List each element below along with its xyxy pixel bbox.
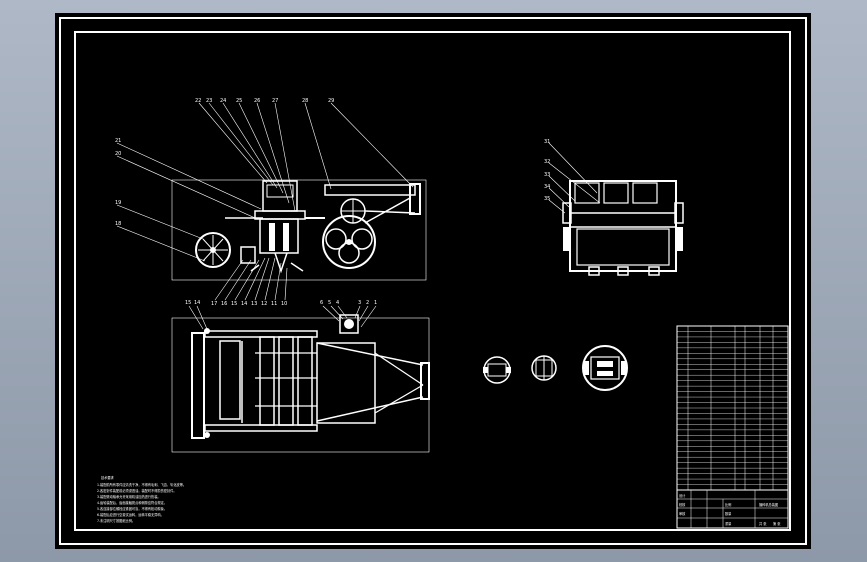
- part-label: 18: [115, 221, 121, 227]
- title-cell: 重量: [725, 521, 732, 526]
- part-label: 34: [544, 184, 550, 190]
- part-label: 3: [358, 300, 361, 306]
- part-label: 23: [206, 98, 212, 104]
- tech-req-title: 技术要求: [101, 475, 115, 480]
- title-block: 播种机总装图 设计 校核 审核 比例 数量 重量 共 张 第 张: [676, 489, 789, 529]
- part-label: 20: [115, 151, 121, 157]
- part-label: 12: [261, 301, 267, 307]
- title-cell: 比例: [725, 502, 731, 507]
- part-label: 29: [328, 98, 334, 104]
- technical-requirements: 技术要求 1.装配前所有零件应清洗干净，不得有毛刺、飞边、氧化皮等。 2.各密封…: [97, 475, 186, 523]
- front-view-label-text: 22 23 24 25 26 27 28 29 21 20 19 18 17 1…: [115, 98, 334, 307]
- part-label: 28: [302, 98, 308, 104]
- title-cell: 校核: [679, 502, 686, 507]
- outer-frame: [59, 17, 807, 545]
- part-label: 15: [231, 301, 237, 307]
- part-label: 22: [195, 98, 201, 104]
- part-label: 19: [115, 200, 121, 206]
- front-view-leaders: [116, 102, 414, 301]
- part-label: 1: [374, 300, 377, 306]
- part-label: 15: [185, 300, 191, 306]
- inner-frame: [74, 31, 791, 531]
- drawing-canvas[interactable]: 22 23 24 25 26 27 28 29 21 20 19 18 17 1…: [55, 13, 811, 549]
- parts-list-table: [676, 325, 789, 491]
- part-label: 31: [544, 139, 550, 145]
- drawing-title: 播种机总装图: [759, 502, 778, 507]
- front-view: [171, 179, 427, 281]
- tech-req-line: 5.各连接部位螺栓应紧固可靠，不得有松动现象。: [97, 506, 167, 511]
- tech-req-line: 1.装配前所有零件应清洗干净，不得有毛刺、飞边、氧化皮等。: [97, 482, 186, 487]
- top-view-label-text: 15 14 6 5 4 3 2 1: [185, 300, 377, 306]
- detail-views: [483, 345, 628, 391]
- top-view-leaders: [188, 305, 377, 330]
- part-label: 6: [320, 300, 323, 306]
- drawing-sheet: 22 23 24 25 26 27 28 29 21 20 19 18 17 1…: [55, 13, 811, 549]
- tech-req-line: 3.装配滚动轴承允许采用机油加热进行热装。: [97, 494, 161, 499]
- part-label: 13: [251, 301, 257, 307]
- title-cell: 第 张: [773, 521, 781, 526]
- part-label: 17: [211, 301, 217, 307]
- tech-req-line: 6.装配后应进行空载试运转，运转平稳无异响。: [97, 512, 164, 517]
- part-label: 21: [115, 138, 121, 144]
- part-label: 2: [366, 300, 369, 306]
- side-view-label-text: 31 32 33 34 35: [544, 139, 550, 202]
- tech-req-line: 4.齿轮装配后，齿面接触斑点和侧隙应符合规定。: [97, 500, 167, 505]
- title-cell: 共 张: [759, 521, 767, 526]
- part-label: 5: [328, 300, 331, 306]
- part-label: 32: [544, 159, 550, 165]
- part-label: 24: [220, 98, 226, 104]
- part-label: 27: [272, 98, 278, 104]
- part-label: 33: [544, 172, 550, 178]
- part-label: 4: [336, 300, 339, 306]
- part-label: 26: [254, 98, 260, 104]
- part-label: 16: [221, 301, 227, 307]
- part-label: 11: [271, 301, 277, 307]
- part-label: 25: [236, 98, 242, 104]
- side-view-leaders: [548, 142, 601, 214]
- title-cell: 审核: [679, 511, 686, 516]
- side-view: [562, 180, 684, 276]
- title-cell: 设计: [679, 493, 686, 498]
- part-label: 14: [194, 300, 200, 306]
- part-label: 10: [281, 301, 287, 307]
- tech-req-line: 2.各密封件装配前必须浸透油，装配时不得损伤密封件。: [97, 488, 177, 493]
- tech-req-line: 7.未注明尺寸按图纸比例。: [97, 518, 135, 523]
- part-label: 35: [544, 196, 550, 202]
- title-cell: 数量: [725, 511, 732, 516]
- part-label: 14: [241, 301, 247, 307]
- top-view: [171, 314, 430, 453]
